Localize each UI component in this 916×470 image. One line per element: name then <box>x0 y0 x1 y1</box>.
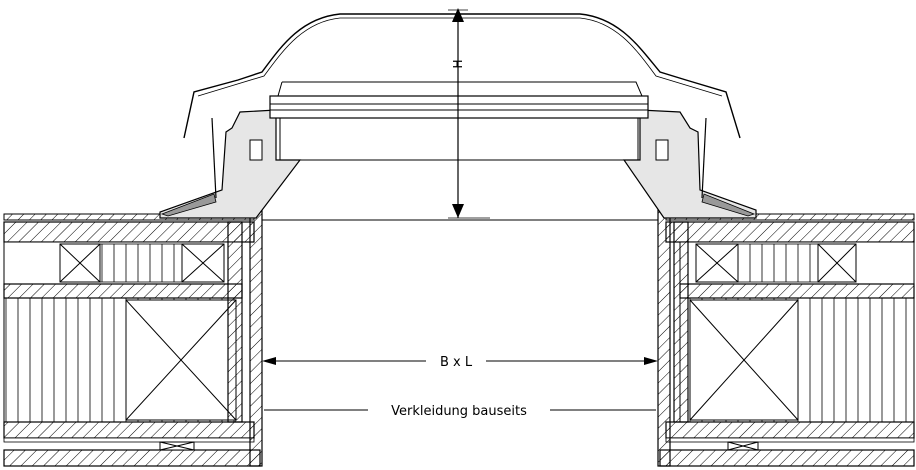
cladding-label: Verkleidung bauseits <box>391 404 527 419</box>
opening-label: B x L <box>440 355 473 370</box>
skylight-upstand <box>159 109 757 219</box>
inner-glazing-frame <box>269 81 649 161</box>
opening-dimension <box>262 357 658 365</box>
height-label: H <box>451 59 465 68</box>
roof-structure-right <box>657 209 915 467</box>
roof-structure-left <box>3 209 263 467</box>
height-dimension <box>448 8 490 219</box>
